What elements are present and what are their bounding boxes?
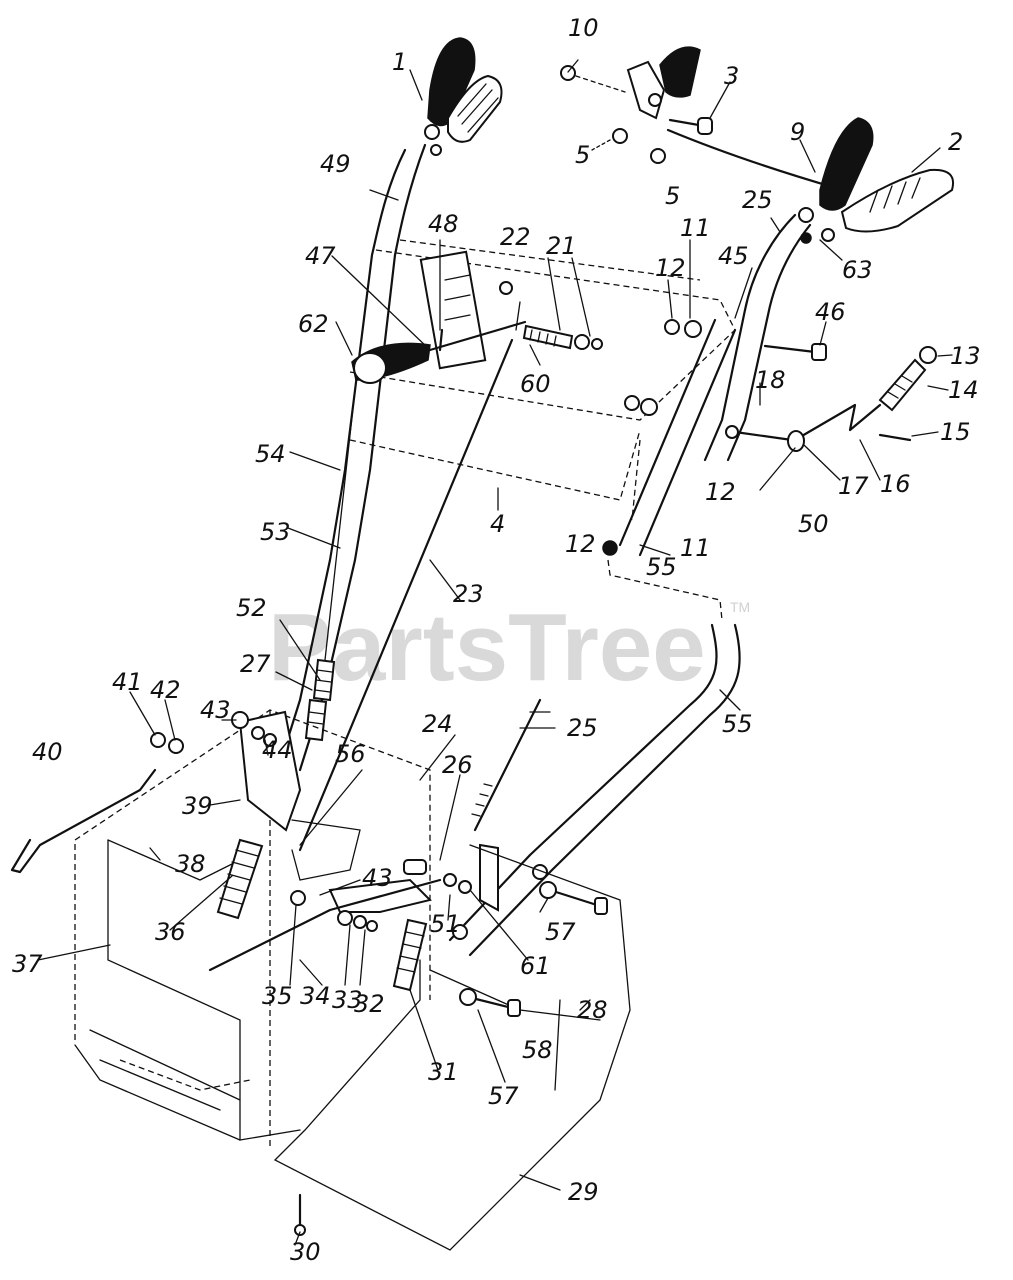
right-grip-ribbed-icon bbox=[840, 168, 954, 233]
callout-30: 30 bbox=[290, 1238, 321, 1266]
callout-25a: 25 bbox=[742, 186, 773, 214]
callout-10: 10 bbox=[568, 14, 599, 42]
callout-36: 36 bbox=[155, 918, 186, 946]
callout-13: 13 bbox=[950, 342, 981, 370]
callout-12b: 12 bbox=[565, 530, 596, 558]
leader-lines bbox=[37, 59, 953, 1246]
callout-1: 1 bbox=[392, 48, 407, 76]
callout-15: 15 bbox=[940, 418, 971, 446]
callout-39: 39 bbox=[182, 792, 213, 820]
callout-43b: 43 bbox=[362, 864, 393, 892]
callout-29: 29 bbox=[568, 1178, 599, 1206]
callout-2: 2 bbox=[948, 128, 963, 156]
springs bbox=[216, 838, 428, 992]
callout-63: 63 bbox=[842, 256, 873, 284]
callout-55b: 55 bbox=[722, 710, 753, 738]
watermark-text: PartsTree bbox=[268, 594, 706, 701]
callout-16: 16 bbox=[880, 470, 911, 498]
lower-controls bbox=[208, 698, 542, 972]
callout-11b: 11 bbox=[680, 534, 711, 562]
callout-44: 44 bbox=[262, 736, 293, 764]
control-rods bbox=[298, 338, 514, 852]
callout-37: 37 bbox=[12, 950, 43, 978]
left-grip-black-icon bbox=[427, 37, 476, 127]
right-grip-black-icon bbox=[819, 117, 874, 211]
callout-41: 41 bbox=[112, 668, 143, 696]
callout-60: 60 bbox=[520, 370, 551, 398]
callout-35: 35 bbox=[262, 982, 293, 1010]
callout-31: 31 bbox=[428, 1058, 459, 1086]
callout-58: 58 bbox=[522, 1036, 553, 1064]
callout-53: 53 bbox=[260, 518, 291, 546]
callout-27: 27 bbox=[240, 650, 271, 678]
callout-9: 9 bbox=[790, 118, 805, 146]
callout-61: 61 bbox=[520, 952, 551, 980]
center-handle bbox=[448, 318, 741, 957]
callout-33: 33 bbox=[332, 986, 363, 1014]
callout-12a: 12 bbox=[655, 254, 686, 282]
callout-46: 46 bbox=[815, 298, 846, 326]
callout-34: 34 bbox=[300, 982, 331, 1010]
callout-52: 52 bbox=[236, 594, 267, 622]
callout-18: 18 bbox=[755, 366, 786, 394]
callout-25b: 25 bbox=[567, 714, 598, 742]
callout-22: 22 bbox=[500, 223, 531, 251]
callout-32: 32 bbox=[354, 990, 385, 1018]
callout-17: 17 bbox=[838, 472, 869, 500]
callout-40: 40 bbox=[32, 738, 63, 766]
callout-21: 21 bbox=[546, 232, 577, 260]
callout-47: 47 bbox=[305, 242, 336, 270]
callout-38: 38 bbox=[175, 850, 206, 878]
callout-23: 23 bbox=[453, 580, 484, 608]
callout-45: 45 bbox=[718, 242, 749, 270]
callout-3: 3 bbox=[724, 62, 739, 90]
bottom-plate bbox=[273, 844, 631, 1251]
callout-56: 56 bbox=[335, 740, 366, 768]
watermark-trademark: TM bbox=[730, 599, 750, 615]
callout-4: 4 bbox=[490, 510, 505, 538]
callout-5a: 5 bbox=[575, 141, 590, 169]
speed-control bbox=[351, 281, 603, 384]
callout-57a: 57 bbox=[545, 918, 576, 946]
callout-labels: 1 2 3 4 5 5 9 10 11 11 12 12 12 12 13 14… bbox=[12, 14, 981, 1266]
callout-24: 24 bbox=[422, 710, 453, 738]
callout-62: 62 bbox=[298, 310, 329, 338]
callout-48: 48 bbox=[428, 210, 459, 238]
callout-42: 42 bbox=[150, 676, 181, 704]
left-handle bbox=[276, 37, 503, 772]
bar-40 bbox=[10, 732, 184, 874]
callout-14: 14 bbox=[948, 376, 979, 404]
callout-57b: 57 bbox=[488, 1082, 519, 1110]
callout-51: 51 bbox=[430, 910, 461, 938]
callout-50: 50 bbox=[798, 510, 829, 538]
callout-28: 28 bbox=[577, 996, 608, 1024]
callout-55a: 55 bbox=[646, 553, 677, 581]
callout-11a: 11 bbox=[680, 214, 711, 242]
callout-5b: 5 bbox=[665, 182, 680, 210]
callout-43a: 43 bbox=[200, 696, 231, 724]
right-hardware bbox=[624, 319, 937, 491]
callout-49: 49 bbox=[320, 150, 351, 178]
callout-26: 26 bbox=[442, 751, 473, 779]
callout-12c: 12 bbox=[705, 478, 736, 506]
top-bracket bbox=[560, 46, 838, 190]
callout-54: 54 bbox=[255, 440, 286, 468]
